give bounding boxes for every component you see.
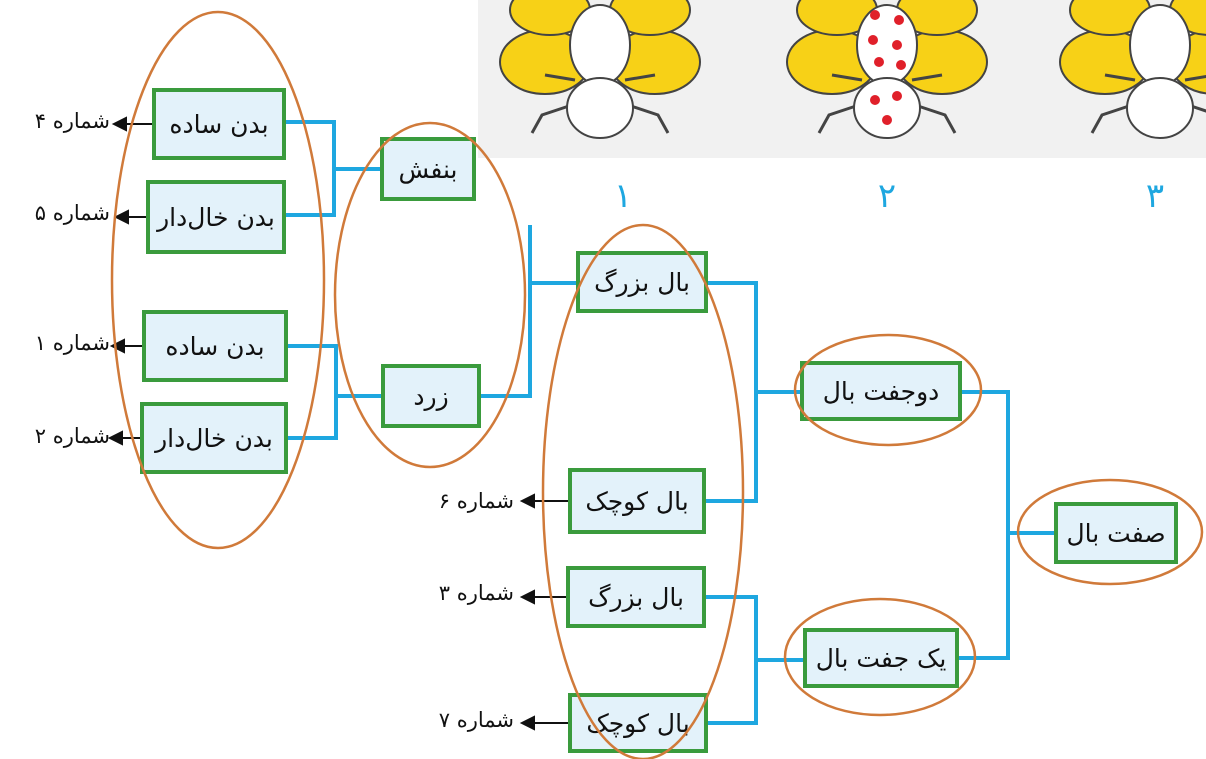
connector-purple-to-plain-a xyxy=(286,120,380,171)
box-two-pairs-wings: دوجفت بال xyxy=(800,361,962,421)
connector-root-to-one-pair xyxy=(959,533,1010,660)
arrow-head-2 xyxy=(107,430,123,446)
connector-one-pair-to-big-wing-b xyxy=(706,595,803,662)
legs xyxy=(817,73,957,134)
arrow-head-5 xyxy=(113,209,129,225)
box-purple: بنفش xyxy=(380,137,476,201)
arrow-head-7 xyxy=(519,715,535,731)
box-big-wing-a: بال بزرگ xyxy=(576,251,708,313)
arrow-head-6 xyxy=(519,493,535,509)
box-plain-body-a: بدن ساده xyxy=(152,88,286,160)
box-spotted-body-b: بدن خال‌دار xyxy=(140,402,288,474)
root-box-wing-trait: صفت بال xyxy=(1054,502,1178,564)
connector-root-to-two-pairs xyxy=(962,390,1054,535)
connector-yellow-to-spotted-b xyxy=(288,396,338,440)
red-spot xyxy=(882,115,892,125)
arrow-head-1 xyxy=(109,338,125,354)
insect-2-illustration xyxy=(786,0,988,139)
box-one-pair-wings: یک جفت بال xyxy=(803,628,959,688)
output-label-1: شماره ۱ xyxy=(34,331,110,355)
red-spot xyxy=(874,57,884,67)
output-label-2: شماره ۲ xyxy=(34,424,110,448)
insect-number-2: ۲ xyxy=(877,176,897,216)
red-spot xyxy=(870,95,880,105)
red-spot xyxy=(870,10,880,20)
connector-big-wing-a-to-colors xyxy=(528,225,576,285)
insect-number-1: ۱ xyxy=(613,176,633,216)
red-spot xyxy=(896,60,906,70)
connector-colors-bracket xyxy=(481,283,532,398)
connector-one-pair-to-small-wing-b xyxy=(708,660,758,725)
legs xyxy=(530,73,670,134)
abdomen xyxy=(566,77,634,139)
box-small-wing-a: بال کوچک xyxy=(568,468,706,534)
connector-purple-to-spotted-a xyxy=(286,169,336,217)
red-spot xyxy=(868,35,878,45)
output-label-4: شماره ۴ xyxy=(34,109,110,133)
output-label-7: شماره ۷ xyxy=(438,708,514,732)
box-spotted-body-a: بدن خال‌دار xyxy=(146,180,286,254)
arrow-head-4 xyxy=(111,116,127,132)
arrow-head-3 xyxy=(519,589,535,605)
box-yellow: زرد xyxy=(381,364,481,428)
red-spot xyxy=(892,40,902,50)
output-label-3: شماره ۳ xyxy=(438,581,514,605)
abdomen xyxy=(853,77,921,139)
insect-1-illustration xyxy=(499,0,701,139)
box-big-wing-b: بال بزرگ xyxy=(566,566,706,628)
output-label-5: شماره ۵ xyxy=(34,201,110,225)
box-small-wing-b: بال کوچک xyxy=(568,693,708,753)
connector-two-pairs-to-big-wing-a xyxy=(708,281,800,394)
legs xyxy=(1090,73,1206,134)
connector-yellow-to-plain-b xyxy=(288,344,381,398)
insect-number-3: ۳ xyxy=(1145,176,1165,216)
insect-3-illustration xyxy=(1059,0,1206,139)
box-plain-body-b: بدن ساده xyxy=(142,310,288,382)
red-spot xyxy=(892,91,902,101)
red-spot xyxy=(894,15,904,25)
output-label-6: شماره ۶ xyxy=(438,489,514,513)
connector-two-pairs-to-small-wing-a xyxy=(706,392,758,503)
abdomen xyxy=(1126,77,1194,139)
